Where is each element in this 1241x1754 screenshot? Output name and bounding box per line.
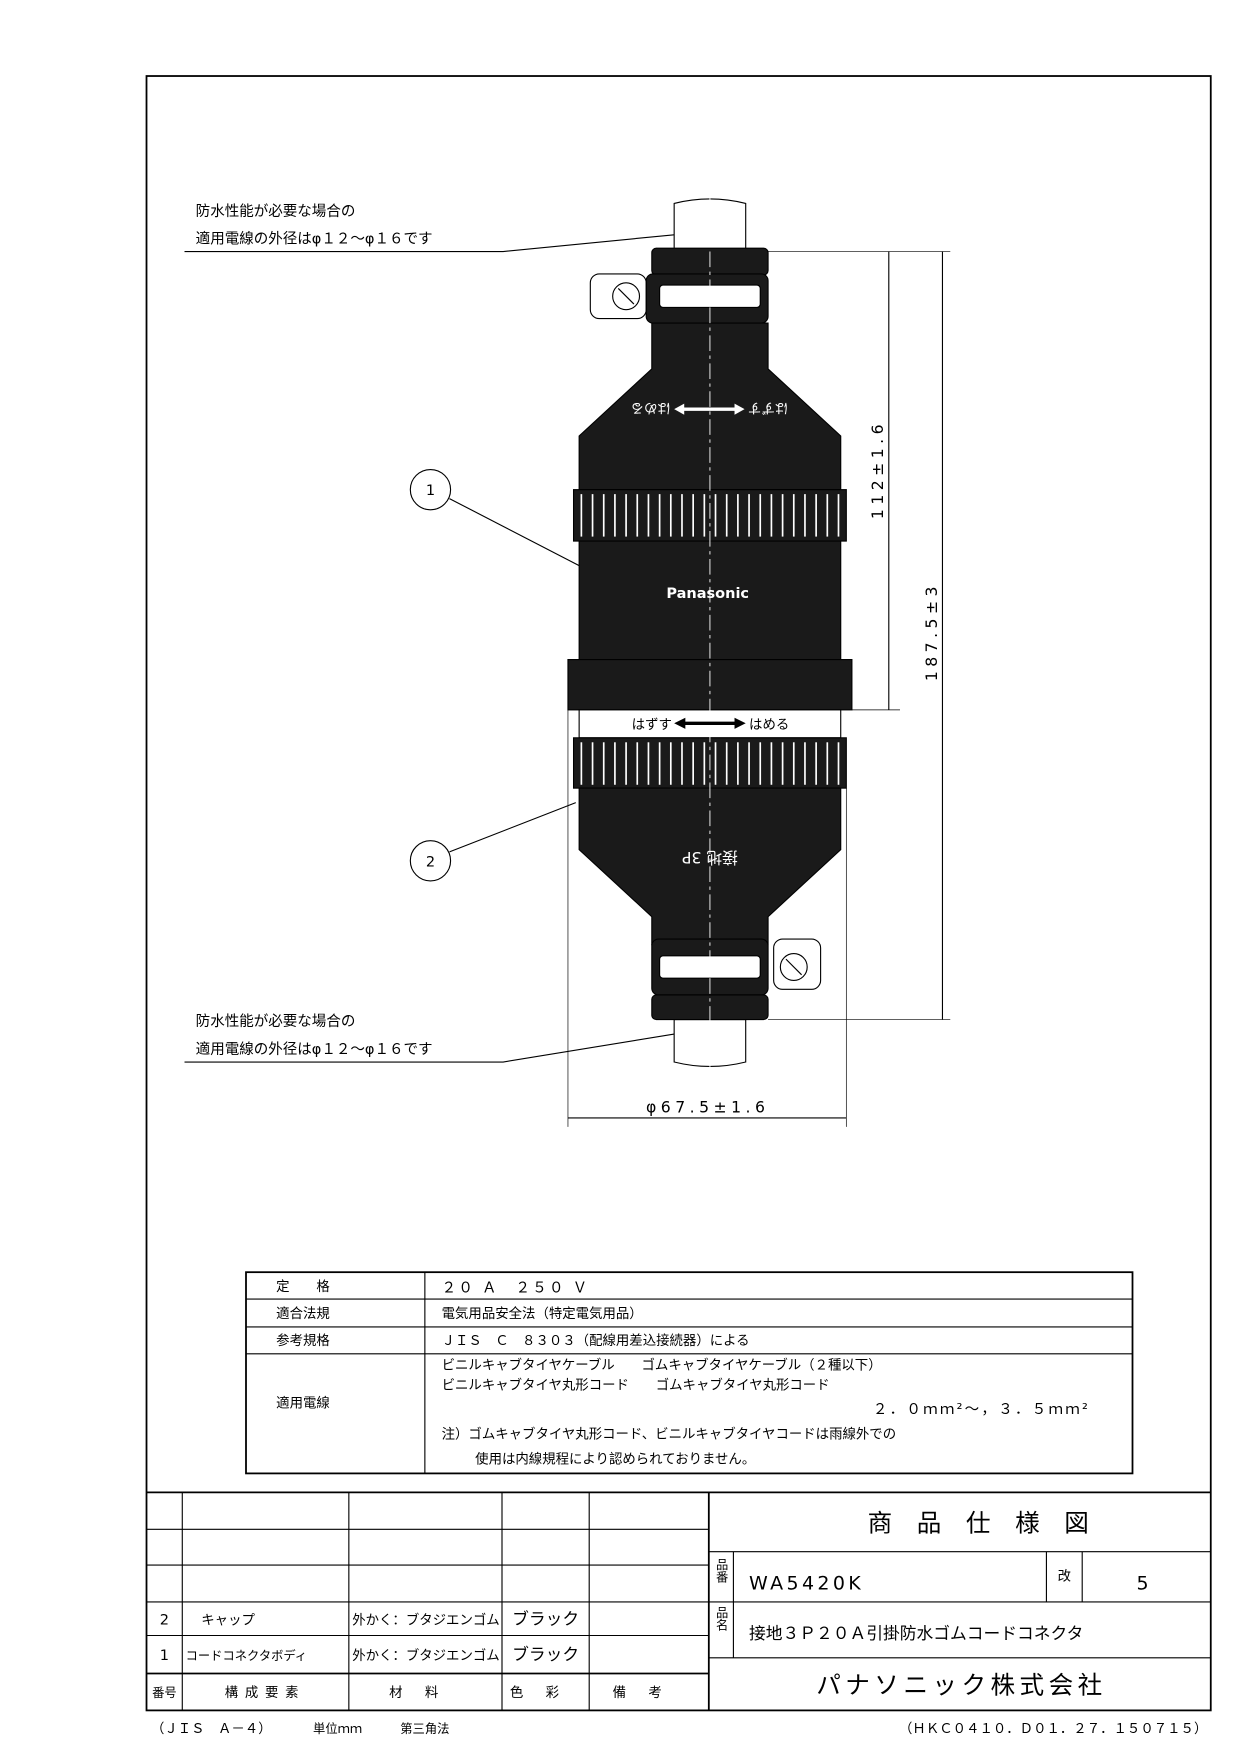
svg-text:番号: 番号	[152, 1686, 177, 1700]
lower-label-right: はめる	[749, 717, 789, 733]
svg-text:コードコネクタボディ: コードコネクタボディ	[186, 1648, 307, 1663]
svg-text:品名: 品名	[714, 1606, 728, 1631]
lower-label-left: はずす	[632, 717, 672, 733]
company-name: パナソニック株式会社	[816, 1671, 1107, 1700]
title-block: 商 品 仕 様 図 品番 WA5420K 改 5 品名 接地３Ｐ２０Ａ引掛防水ゴ…	[708, 1509, 1211, 1700]
note-top-line1: 防水性能が必要な場合の	[196, 203, 356, 220]
svg-text:定 格: 定 格	[276, 1279, 330, 1295]
upper-label-right: はめる	[631, 400, 671, 416]
svg-text:キャップ: キャップ	[201, 1612, 255, 1628]
svg-text:第三角法: 第三角法	[400, 1722, 449, 1736]
svg-text:1: 1	[426, 483, 435, 499]
spec-table: 定 格 ２０ Ａ ２５０ Ｖ 適合法規 電気用品安全法（特定電気用品） 参考規格…	[245, 1271, 1134, 1475]
svg-text:使用は内線規程により認められておりません。: 使用は内線規程により認められておりません。	[475, 1450, 755, 1467]
parts-table: 2 キャップ 外かく：ブタジエンゴム ブラック 1 コードコネクタボディ 外かく…	[146, 1491, 1211, 1711]
svg-text:品番: 品番	[714, 1558, 728, 1583]
dim-diameter: φ67.5±1.6	[646, 1097, 769, 1116]
revision: 5	[1137, 1573, 1149, 1595]
svg-text:ブラック: ブラック	[512, 1644, 579, 1664]
dim-187: 187.5±3	[922, 582, 941, 681]
dimension-lines: 112±1.6 187.5±3 φ67.5±1.6	[567, 251, 951, 1127]
svg-text:外かく：ブタジエンゴム: 外かく：ブタジエンゴム	[352, 1611, 499, 1628]
note-bottom-line1: 防水性能が必要な場合の	[196, 1013, 356, 1030]
svg-text:備考: 備考	[613, 1685, 685, 1701]
dim-112: 112±1.6	[868, 420, 887, 519]
svg-text:電気用品安全法（特定電気用品）: 電気用品安全法（特定電気用品）	[442, 1305, 643, 1322]
sheet-border	[145, 75, 1212, 1712]
svg-text:ＪＩＳ Ｃ ８３０３（配線用差込接続器）による: ＪＩＳ Ｃ ８３０３（配線用差込接続器）による	[442, 1332, 750, 1349]
svg-text:ブラック: ブラック	[512, 1608, 579, 1628]
svg-text:適用電線: 適用電線	[276, 1394, 330, 1411]
svg-text:（ＨＫＣ０４１０．Ｄ０１．２７．１５０７１５）: （ＨＫＣ０４１０．Ｄ０１．２７．１５０７１５）	[899, 1722, 1207, 1737]
product-name: 接地３Ｐ２０Ａ引掛防水ゴムコードコネクタ	[749, 1623, 1083, 1643]
svg-text:単位ｍｍ: 単位ｍｍ	[313, 1721, 362, 1736]
brand-logo: Panasonic	[666, 586, 749, 602]
note-top: 防水性能が必要な場合の 適用電線の外径はφ１２～φ１６です	[184, 203, 675, 253]
svg-text:構成要素: 構成要素	[225, 1685, 305, 1701]
note-bottom-line2: 適用電線の外径はφ１２～φ１６です	[196, 1040, 433, 1058]
svg-text:２．０ｍｍ²～，３．５ｍｍ²: ２．０ｍｍ²～，３．５ｍｍ²	[873, 1402, 1090, 1418]
svg-text:参考規格: 参考規格	[276, 1332, 330, 1349]
svg-text:（ＪＩＳ Ａ－４）: （ＪＩＳ Ａ－４）	[151, 1722, 272, 1737]
svg-text:注）ゴムキャブタイヤ丸形コード、ビニルキャブタイヤコードは雨: 注）ゴムキャブタイヤ丸形コード、ビニルキャブタイヤコードは雨線外での	[442, 1426, 896, 1443]
svg-text:色彩: 色彩	[510, 1684, 582, 1701]
svg-text:1: 1	[160, 1648, 169, 1664]
balloon-1: 1	[409, 468, 580, 567]
svg-text:改: 改	[1058, 1569, 1071, 1585]
svg-text:適合法規: 適合法規	[276, 1305, 330, 1322]
svg-text:材料: 材料	[389, 1685, 461, 1701]
part-number: WA5420K	[749, 1573, 864, 1595]
svg-text:ビニルキャブタイヤ丸形コード ゴムキャブタイヤ丸形コード: ビニルキャブタイヤ丸形コード ゴムキャブタイヤ丸形コード	[442, 1377, 830, 1394]
drawing-title: 商 品 仕 様 図	[868, 1509, 1089, 1538]
footer: （ＪＩＳ Ａ－４） 単位ｍｍ 第三角法 （ＨＫＣ０４１０．Ｄ０１．２７．１５０７…	[151, 1721, 1207, 1737]
svg-text:2: 2	[160, 1612, 169, 1628]
balloon-2: 2	[409, 802, 576, 882]
svg-text:2: 2	[426, 854, 435, 870]
svg-text:ビニルキャブタイヤケーブル ゴムキャブタイヤケーブル（２種: ビニルキャブタイヤケーブル ゴムキャブタイヤケーブル（２種以下）	[442, 1356, 882, 1373]
svg-text:外かく：ブタジエンゴム: 外かく：ブタジエンゴム	[352, 1647, 499, 1664]
svg-text:２０ Ａ ２５０ Ｖ: ２０ Ａ ２５０ Ｖ	[442, 1280, 590, 1296]
ground-marking: 接地 3P	[682, 848, 738, 867]
note-bottom: 防水性能が必要な場合の 適用電線の外径はφ１２～φ１６です	[184, 1013, 675, 1063]
connector-drawing: Panasonic はずす はめる はずす はめる 接地 3P	[567, 195, 853, 1074]
upper-label-left: はずす	[748, 400, 788, 416]
note-top-line2: 適用電線の外径はφ１２～φ１６です	[196, 230, 433, 248]
